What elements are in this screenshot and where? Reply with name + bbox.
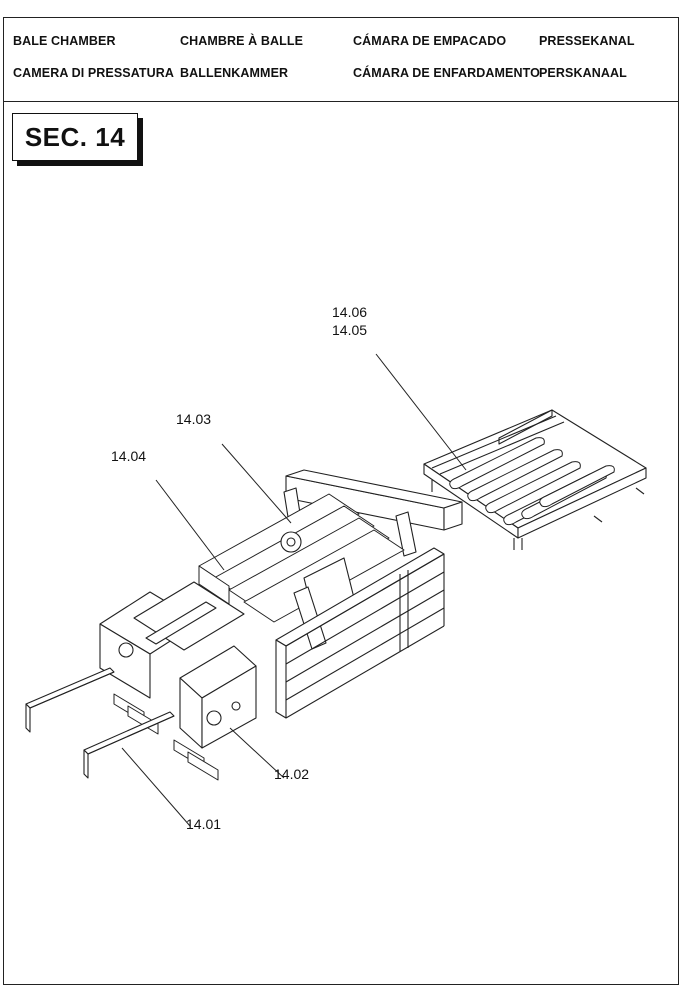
leader-14-01 [121, 747, 191, 827]
title-it: CAMERA DI PRESSATURA [13, 66, 175, 80]
title-nl: PERSKANAAL [539, 66, 627, 80]
title-en: BALE CHAMBER [13, 34, 116, 48]
leader-14-04 [155, 479, 225, 571]
page-frame: BALE CHAMBER CHAMBRE À BALLE CÁMARA DE E… [3, 17, 679, 985]
title-pt: CÁMARA DE ENFARDAMENTO [353, 66, 540, 80]
callout-14-03: 14.03 [176, 411, 212, 427]
title-header: BALE CHAMBER CHAMBRE À BALLE CÁMARA DE E… [4, 18, 678, 102]
front-frame [25, 581, 257, 781]
callout-14-02: 14.02 [274, 766, 310, 782]
callout-14-05: 14.05 [332, 322, 368, 338]
roller-floor-assembly [423, 409, 647, 550]
title-de-alt: BALLENKAMMER [180, 66, 289, 80]
callout-14-01: 14.01 [186, 816, 222, 832]
needle-assembly [198, 469, 463, 650]
section-badge: SEC. 14 [12, 113, 138, 161]
exploded-parts-drawing [25, 353, 647, 827]
leader-14-03 [221, 443, 292, 524]
callout-14-04: 14.04 [111, 448, 147, 464]
title-de: PRESSEKANAL [539, 34, 635, 48]
leader-14-02 [229, 727, 285, 779]
chamber-rails [275, 547, 445, 719]
title-es: CÁMARA DE EMPACADO [353, 34, 507, 48]
leader-14-05 [375, 353, 467, 471]
callout-14-06: 14.06 [332, 304, 368, 320]
title-fr: CHAMBRE À BALLE [180, 34, 304, 48]
